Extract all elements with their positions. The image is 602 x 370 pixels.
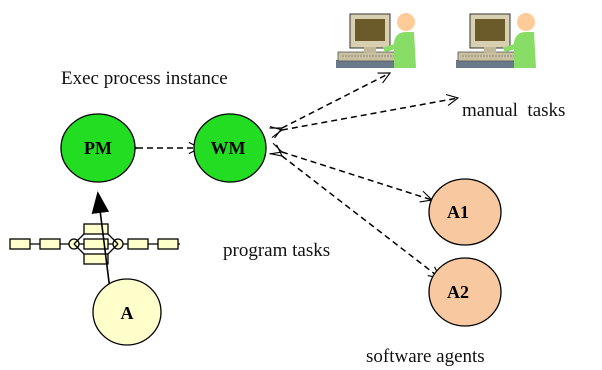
wm-links: [125, 72, 460, 279]
label-program-tasks: program tasks: [223, 240, 330, 261]
node-pm-label: PM: [84, 138, 112, 158]
node-wm[interactable]: WM: [193, 113, 267, 183]
node-a2[interactable]: A2: [428, 257, 502, 327]
node-a[interactable]: A: [92, 278, 162, 346]
a-to-pm-arrow: [91, 191, 111, 291]
label-exec-process-instance: Exec process instance: [61, 68, 228, 89]
node-a2-label: A2: [447, 282, 469, 302]
process-workflow-graph: [9, 223, 180, 265]
node-wm-label: WM: [211, 138, 246, 158]
node-a1-label: A1: [447, 202, 469, 222]
node-a-label: A: [121, 303, 134, 323]
label-manual-tasks: manual tasks: [462, 100, 565, 121]
person-at-computer-icon: [456, 13, 536, 68]
label-software-agents: software agents: [366, 346, 485, 367]
node-a1[interactable]: A1: [428, 178, 502, 246]
person-at-computer-icon: [336, 13, 416, 68]
node-pm[interactable]: PM: [60, 113, 136, 183]
